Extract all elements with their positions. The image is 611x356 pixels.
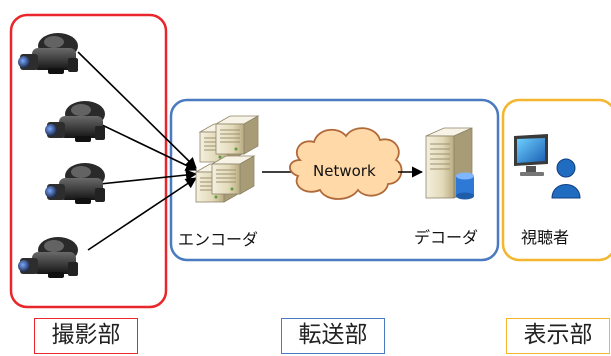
database-icon [456,172,474,200]
transfer-section-box [169,98,500,262]
capture-section-box [9,13,168,309]
network-label: Network [313,162,376,180]
camera-4-arrow [87,177,197,251]
video-camera-icon-1 [18,33,78,74]
transfer-section-label: 転送部 [281,318,385,354]
encoder-label: エンコーダ [178,230,259,249]
cloud-icon [289,127,403,200]
camera-3-arrow [99,169,198,185]
viewer-label: 視聴者 [521,228,570,247]
capture-section-label: 撮影部 [34,318,138,354]
video-camera-icon-4 [18,237,78,278]
camera-2-arrow [99,123,198,171]
decoder-label: デコーダ [414,228,479,247]
display-section-label: 表示部 [506,318,610,354]
monitor-icon [514,134,548,176]
person-icon [551,158,581,199]
video-camera-icon-2 [45,101,105,142]
camera-1-arrow [77,51,197,169]
encoder-server-icon [195,115,259,203]
video-camera-icon-3 [45,163,105,204]
decoder-server-icon [425,127,474,200]
display-section-box [501,98,611,262]
